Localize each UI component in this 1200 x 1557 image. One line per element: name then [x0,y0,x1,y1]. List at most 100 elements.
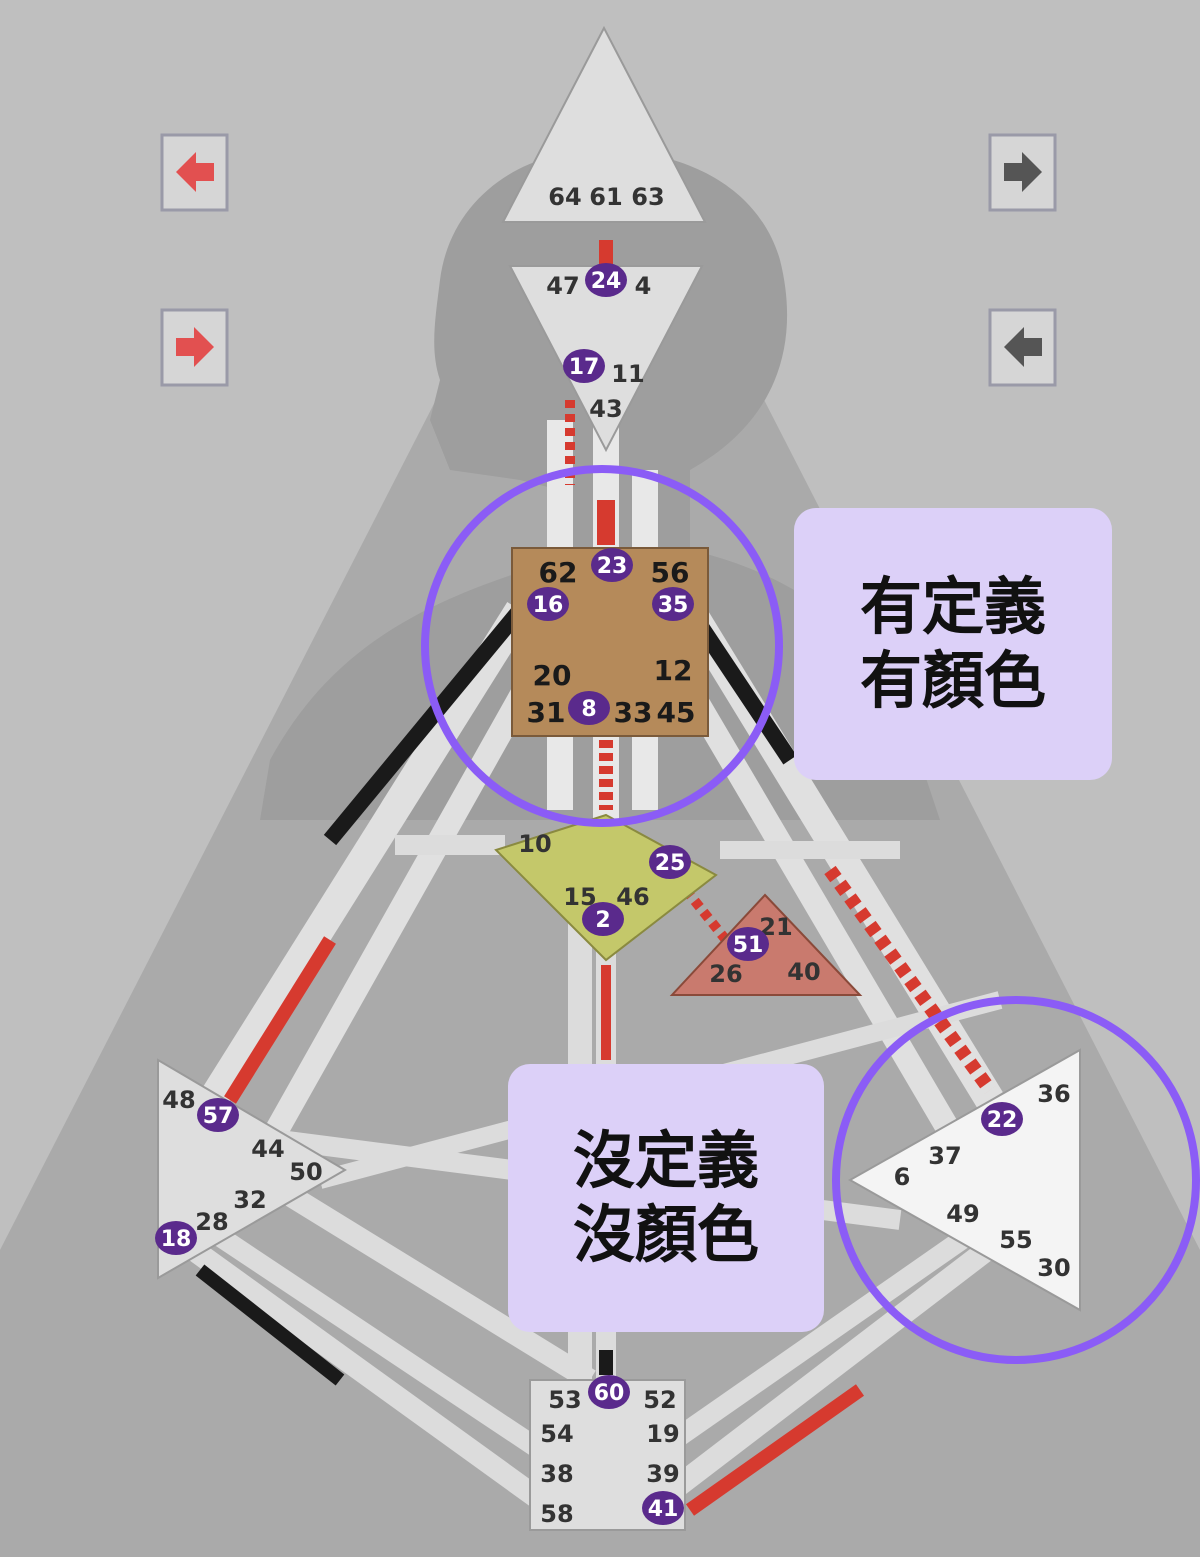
gate-37-label: 37 [928,1142,961,1170]
gate-19: 19 [646,1420,679,1448]
defined-highlight-ring [421,465,783,827]
gate-56: 56 [651,556,690,589]
gate-20: 20 [533,659,572,692]
gate-53: 53 [548,1386,581,1414]
gate-12-label: 12 [654,654,693,687]
gate-60: 60 [588,1375,630,1409]
gate-36: 36 [1037,1080,1070,1108]
gate-26-label: 26 [709,960,742,988]
gate-54: 54 [540,1420,573,1448]
gate-52-label: 52 [643,1386,676,1414]
gate-32-label: 32 [233,1186,266,1214]
gate-56-label: 56 [651,556,690,589]
gate-57: 57 [197,1098,239,1132]
gate-47-label: 47 [546,272,579,300]
gate-22-label: 22 [987,1108,1018,1133]
undefined-callout: 沒定義 沒顏色 [508,1064,824,1332]
gate-49-label: 49 [946,1200,979,1228]
gate-16-badge [527,587,569,621]
gate-24: 24 [585,263,627,297]
gate-30: 30 [1037,1254,1070,1282]
gate-17-badge [563,349,605,383]
gate-33-label: 33 [614,696,653,729]
grey-arrow-right-icon[interactable] [988,133,1057,212]
gate-57-badge [197,1098,239,1132]
gate-28-label: 28 [195,1208,228,1236]
gate-61-label: 61 [589,183,622,211]
gate-38: 38 [540,1460,573,1488]
channel-activations [195,240,996,1516]
gate-60-label: 60 [594,1381,625,1406]
gate-8-badge [568,691,610,725]
gate-51-label: 51 [733,933,764,958]
gate-43: 43 [589,395,622,423]
gate-17-label: 17 [569,355,600,380]
gate-2-badge [582,902,624,936]
undefined-callout-line1: 沒定義 [572,1123,759,1197]
gate-36-label: 36 [1037,1080,1070,1108]
gate-26: 26 [709,960,742,988]
gate-20-label: 20 [533,659,572,692]
defined-callout-line2: 有顏色 [859,644,1046,717]
gate-41-label: 41 [648,1497,679,1522]
gate-57-label: 57 [203,1104,234,1129]
gate-64: 64 [548,183,581,211]
gate-40-label: 40 [787,958,820,986]
gate-51: 51 [727,927,769,961]
gate-33: 33 [614,696,653,729]
gate-12: 12 [654,654,693,687]
gate-46: 46 [616,883,649,911]
gate-55: 55 [999,1226,1032,1254]
gate-23: 23 [591,548,633,582]
gate-39: 39 [646,1460,679,1488]
gate-6: 6 [894,1163,911,1191]
red-arrow-right-icon[interactable] [160,308,229,387]
gate-4: 4 [635,272,652,300]
gate-50-label: 50 [289,1158,322,1186]
gate-50: 50 [289,1158,322,1186]
gate-8-label: 8 [581,697,596,722]
gate-62: 62 [539,556,578,589]
red-arrow-left-icon[interactable] [160,133,229,212]
gate-25-label: 25 [655,851,686,876]
gate-16: 16 [527,587,569,621]
gate-45-label: 45 [657,696,696,729]
gate-47: 47 [546,272,579,300]
gate-35: 35 [652,587,694,621]
gate-22-badge [981,1102,1023,1136]
gate-6-label: 6 [894,1163,911,1191]
gate-19-label: 19 [646,1420,679,1448]
gate-35-label: 35 [658,593,689,618]
gate-62-label: 62 [539,556,578,589]
undefined-highlight-ring [832,996,1200,1364]
gate-2: 2 [582,902,624,936]
gate-53-label: 53 [548,1386,581,1414]
gate-54-label: 54 [540,1420,573,1448]
undefined-callout-line2: 沒顏色 [572,1198,759,1271]
gate-39-label: 39 [646,1460,679,1488]
gate-10: 10 [518,830,551,858]
gate-4-label: 4 [635,272,652,300]
gate-28: 28 [195,1208,228,1236]
gate-24-badge [585,263,627,297]
gate-60-badge [588,1375,630,1409]
gate-23-label: 23 [597,554,628,579]
grey-arrow-left-icon[interactable] [988,308,1057,387]
gate-18-label: 18 [161,1227,192,1252]
gate-32: 32 [233,1186,266,1214]
gate-46-label: 46 [616,883,649,911]
gate-64-label: 64 [548,183,581,211]
gate-40: 40 [787,958,820,986]
gate-52: 52 [643,1386,676,1414]
defined-callout-line1: 有定義 [859,569,1046,643]
gate-48: 48 [162,1086,195,1114]
gate-24-label: 24 [591,269,622,294]
gate-49: 49 [946,1200,979,1228]
gate-44-label: 44 [251,1135,284,1163]
gate-38-label: 38 [540,1460,573,1488]
gate-25-badge [649,845,691,879]
gate-17: 17 [563,349,605,383]
gate-48-label: 48 [162,1086,195,1114]
